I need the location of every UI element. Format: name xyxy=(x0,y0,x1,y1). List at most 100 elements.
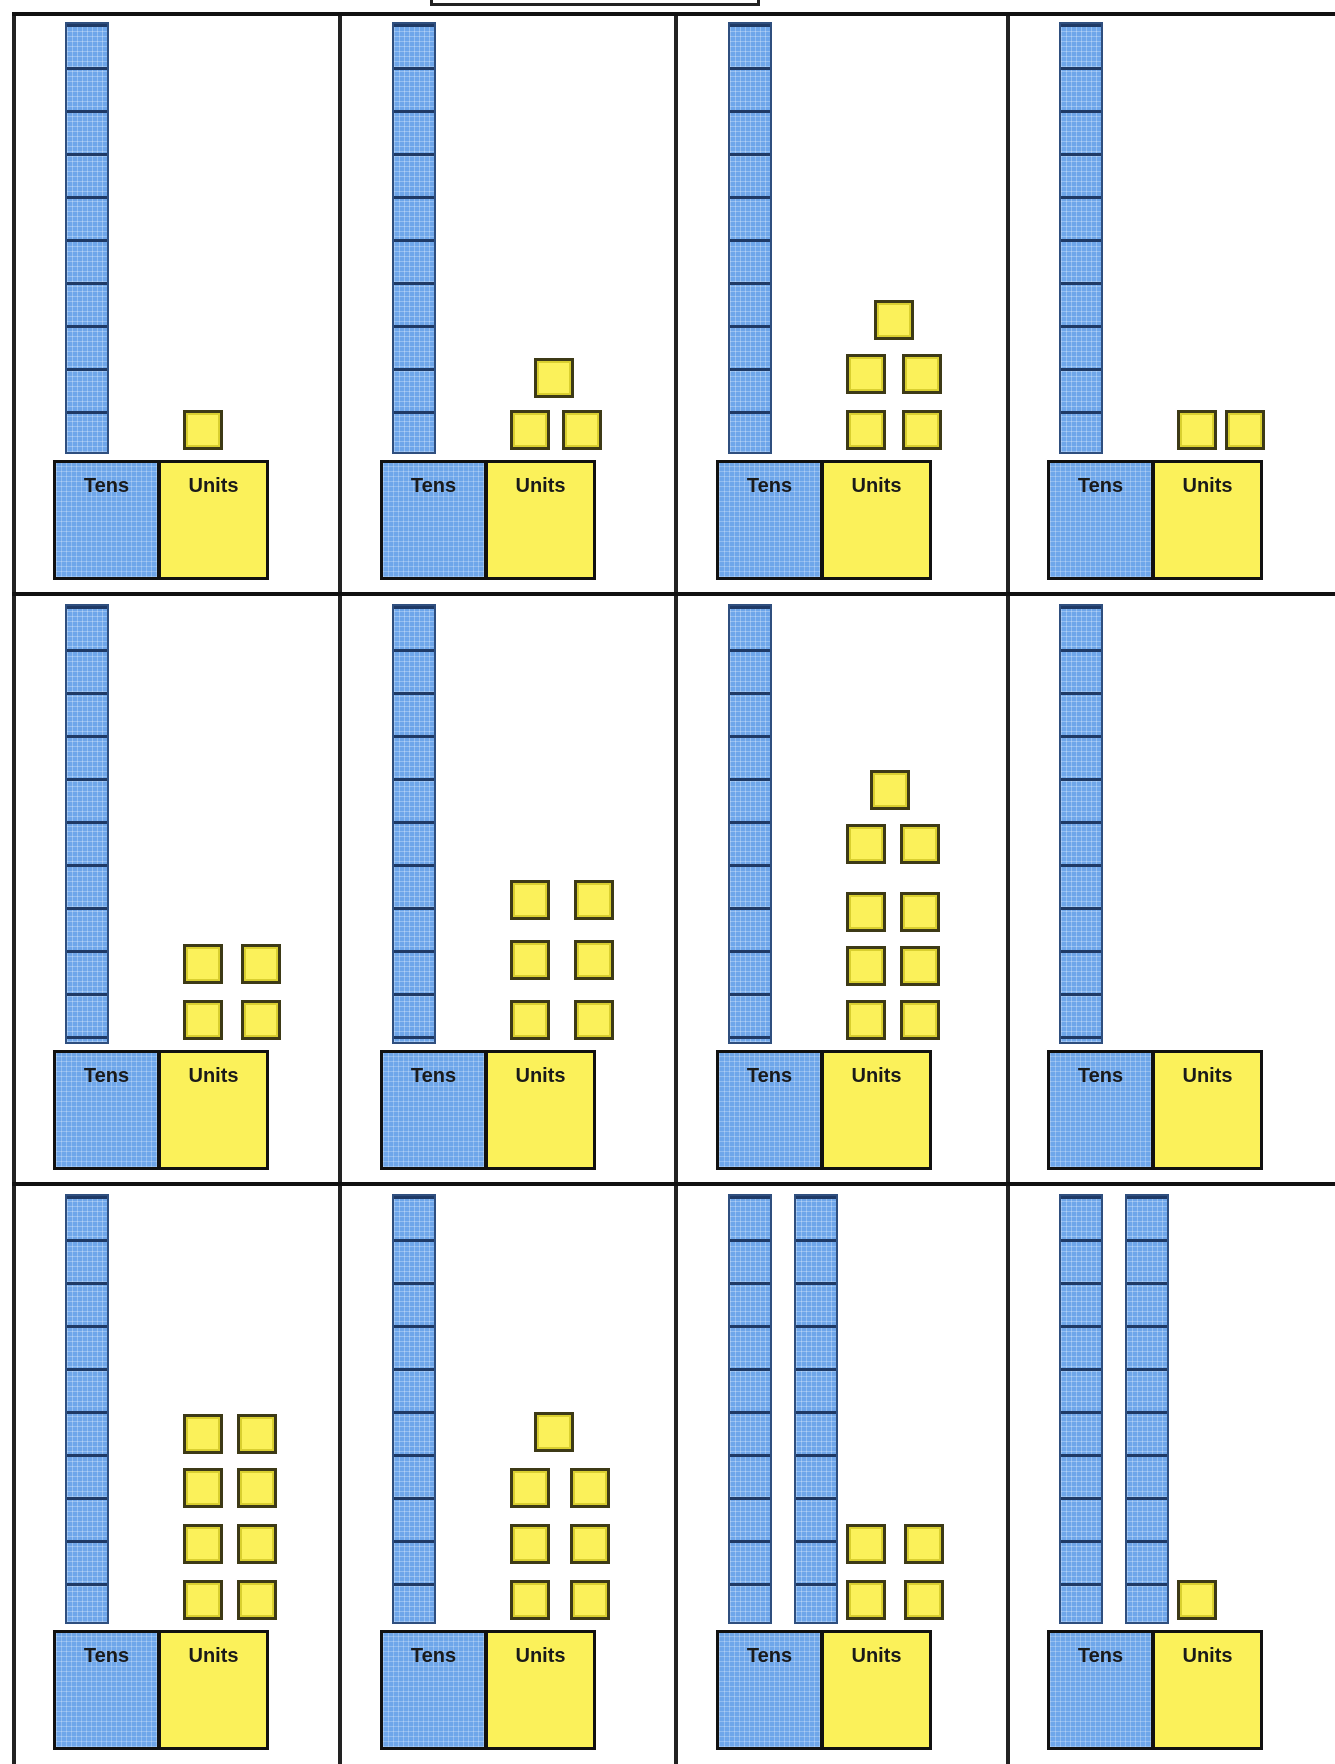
units-column: Units xyxy=(824,463,929,577)
unit-cube xyxy=(1225,410,1265,450)
unit-cube xyxy=(510,1000,550,1040)
tens-label: Tens xyxy=(411,1065,456,1088)
number-card: Tens Units xyxy=(676,12,1008,594)
ten-rod xyxy=(728,22,772,454)
number-card: Tens Units xyxy=(14,12,340,594)
tens-column: Tens xyxy=(56,463,161,577)
unit-cube xyxy=(902,354,942,394)
units-column: Units xyxy=(824,1633,929,1747)
unit-cube xyxy=(870,770,910,810)
unit-cube xyxy=(846,1000,886,1040)
unit-cube xyxy=(183,410,223,450)
units-column: Units xyxy=(161,463,266,577)
ten-rod xyxy=(728,604,772,1044)
tens-column: Tens xyxy=(383,463,488,577)
place-value-board: TensUnits xyxy=(716,1050,932,1170)
units-label: Units xyxy=(189,475,239,498)
ten-rod xyxy=(1059,1194,1103,1624)
unit-cube xyxy=(562,410,602,450)
units-column: Units xyxy=(1155,463,1260,577)
tens-column: Tens xyxy=(719,1633,824,1747)
title-frame xyxy=(430,0,760,6)
unit-cube xyxy=(846,892,886,932)
unit-cube xyxy=(574,880,614,920)
tens-label: Tens xyxy=(84,1065,129,1088)
place-value-board: Tens Units xyxy=(380,460,596,580)
place-value-board: Tens Units xyxy=(716,1630,932,1750)
unit-cube xyxy=(241,1000,281,1040)
units-label: Units xyxy=(1183,475,1233,498)
unit-cube xyxy=(510,410,550,450)
ten-rod xyxy=(65,1194,109,1624)
tens-label: Tens xyxy=(1078,475,1123,498)
unit-cube xyxy=(237,1524,277,1564)
tens-label: Tens xyxy=(411,475,456,498)
ten-rod xyxy=(1059,604,1103,1044)
unit-cube xyxy=(183,1580,223,1620)
tens-label: Tens xyxy=(747,1645,792,1668)
units-column: Units xyxy=(488,1633,593,1747)
tens-label: Tens xyxy=(84,1645,129,1668)
unit-cube xyxy=(570,1580,610,1620)
units-label: Units xyxy=(516,1645,566,1668)
unit-cube xyxy=(241,944,281,984)
unit-cube xyxy=(237,1414,277,1454)
ten-rod xyxy=(65,22,109,454)
units-column: Units xyxy=(161,1053,266,1167)
unit-cube xyxy=(183,1000,223,1040)
place-value-board: TensUnits xyxy=(380,1630,596,1750)
unit-cube xyxy=(846,410,886,450)
tens-column: Tens xyxy=(56,1633,161,1747)
number-card: Tens Units xyxy=(1008,12,1335,594)
unit-cube xyxy=(237,1580,277,1620)
place-value-board: Tens Units xyxy=(1047,460,1263,580)
unit-cube xyxy=(510,1468,550,1508)
unit-cube xyxy=(846,1524,886,1564)
tens-label: Tens xyxy=(1078,1065,1123,1088)
units-label: Units xyxy=(516,1065,566,1088)
place-value-board: Tens Units xyxy=(1047,1630,1263,1750)
unit-cube xyxy=(183,944,223,984)
unit-cube xyxy=(574,1000,614,1040)
number-card: Tens Units xyxy=(340,594,676,1184)
unit-cube xyxy=(846,824,886,864)
ten-rod xyxy=(1059,22,1103,454)
tens-column: Tens xyxy=(719,463,824,577)
units-label: Units xyxy=(852,1065,902,1088)
unit-cube xyxy=(846,354,886,394)
unit-cube xyxy=(510,940,550,980)
ten-rod xyxy=(392,22,436,454)
units-label: Units xyxy=(189,1065,239,1088)
unit-cube xyxy=(183,1468,223,1508)
number-card: Tens Units xyxy=(14,1184,340,1764)
units-column: Units xyxy=(824,1053,929,1167)
ten-rod xyxy=(794,1194,838,1624)
unit-cube xyxy=(900,946,940,986)
unit-cube xyxy=(904,1524,944,1564)
unit-cube xyxy=(183,1524,223,1564)
tens-label: Tens xyxy=(747,475,792,498)
units-column: Units xyxy=(488,1053,593,1167)
units-label: Units xyxy=(516,475,566,498)
unit-cube xyxy=(510,1580,550,1620)
tens-column: Tens xyxy=(383,1053,488,1167)
ten-rod xyxy=(392,604,436,1044)
unit-cube xyxy=(904,1580,944,1620)
unit-cube xyxy=(534,1412,574,1452)
place-value-board: Tens Units xyxy=(380,1050,596,1170)
tens-column: Tens xyxy=(1050,1633,1155,1747)
ten-rod xyxy=(1125,1194,1169,1624)
tens-column: Tens xyxy=(1050,463,1155,577)
ten-rod xyxy=(65,604,109,1044)
unit-cube xyxy=(900,824,940,864)
tens-label: Tens xyxy=(1078,1645,1123,1668)
units-column: Units xyxy=(161,1633,266,1747)
number-card: Tens Units xyxy=(676,1184,1008,1764)
units-column: Units xyxy=(1155,1633,1260,1747)
number-card: Tens Units xyxy=(1008,1184,1335,1764)
units-label: Units xyxy=(852,1645,902,1668)
unit-cube xyxy=(570,1468,610,1508)
